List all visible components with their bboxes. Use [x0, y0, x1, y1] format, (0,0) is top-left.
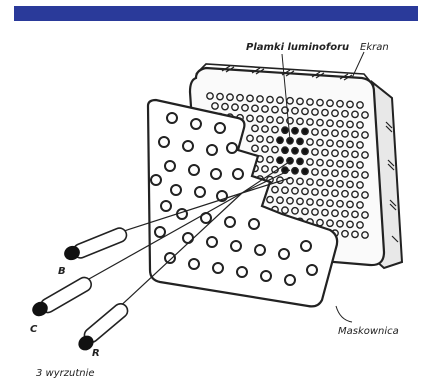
electron-gun-r — [75, 301, 130, 354]
label-phosphor-dots: Plamki luminoforu — [246, 42, 349, 53]
caption-three-guns: 3 wyrzutnie — [36, 368, 95, 379]
label-gun-r: R — [92, 348, 100, 359]
label-screen: Ekran — [360, 42, 389, 53]
label-shadow-mask: Maskownica — [338, 326, 399, 337]
label-gun-b: B — [58, 266, 66, 277]
label-gun-c: C — [30, 324, 38, 335]
top-banner — [14, 6, 418, 21]
electron-gun-c — [30, 275, 94, 319]
electron-gun-b — [62, 226, 129, 262]
